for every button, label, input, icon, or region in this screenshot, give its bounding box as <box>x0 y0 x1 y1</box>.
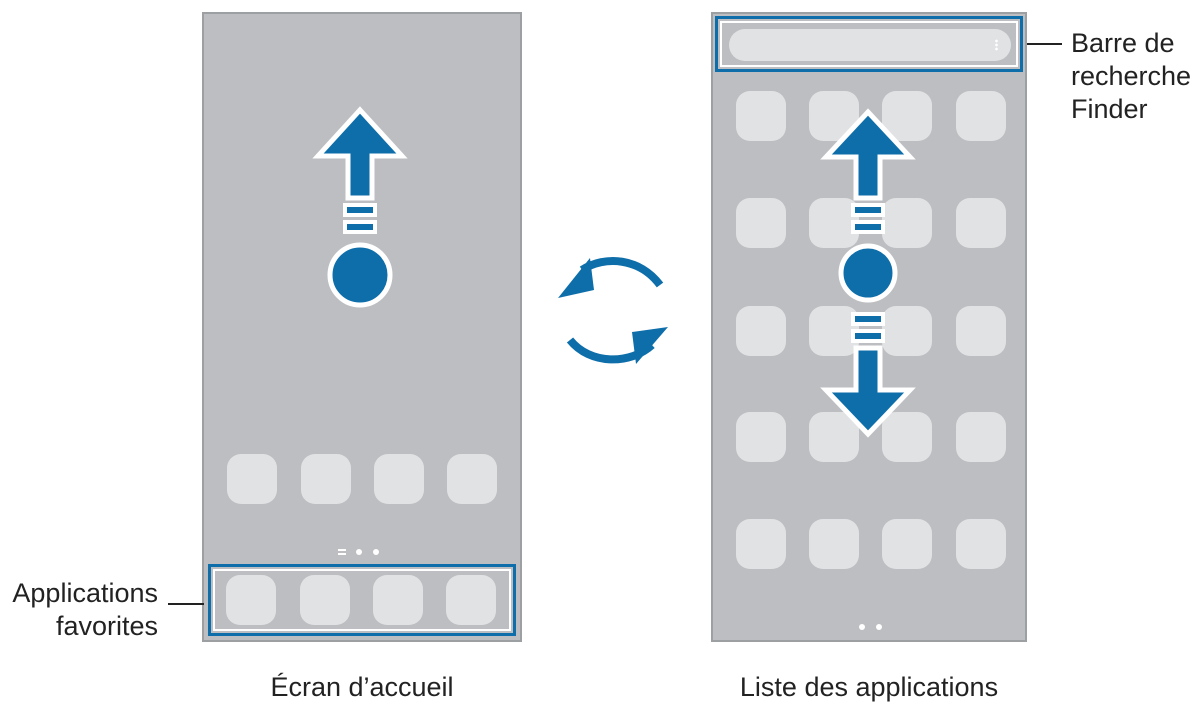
touch-circle-icon <box>838 243 898 303</box>
page-dot-icon <box>356 549 362 555</box>
more-vertical-icon[interactable] <box>995 39 998 51</box>
app-icon[interactable] <box>882 306 932 356</box>
app-icon[interactable] <box>447 454 497 504</box>
favorites-tray <box>208 564 516 636</box>
favorites-label: Applications favorites <box>12 577 158 643</box>
app-icon[interactable] <box>882 519 932 569</box>
favorites-label-line: Applications <box>12 578 158 608</box>
app-icon[interactable] <box>736 412 786 462</box>
home-indicator-icon <box>338 549 346 551</box>
touch-circle-icon <box>327 242 393 308</box>
page-dot-icon <box>373 549 379 555</box>
app-icon[interactable] <box>736 91 786 141</box>
app-icon[interactable] <box>809 198 859 248</box>
app-icon[interactable] <box>809 306 859 356</box>
app-icon[interactable] <box>956 412 1006 462</box>
finder-search-frame <box>715 16 1023 72</box>
rotate-arrowhead-icon <box>632 327 668 364</box>
favorite-app-icon[interactable] <box>446 575 496 625</box>
finder-label: Barre de recherche Finder <box>1071 27 1191 126</box>
app-icon[interactable] <box>736 306 786 356</box>
app-icon[interactable] <box>956 519 1006 569</box>
app-icon[interactable] <box>374 454 424 504</box>
favorites-label-line: favorites <box>55 611 158 641</box>
page-dot-icon <box>859 624 865 630</box>
favorite-app-icon[interactable] <box>373 575 423 625</box>
apps-screen-caption: Liste des applications <box>739 672 999 702</box>
home-indicator-icon <box>338 553 346 555</box>
arrow-up-icon <box>312 106 408 234</box>
app-icon[interactable] <box>956 198 1006 248</box>
arrow-up-icon <box>820 108 916 234</box>
favorite-app-icon[interactable] <box>300 575 350 625</box>
page-indicator <box>338 549 388 557</box>
app-icon[interactable] <box>956 91 1006 141</box>
app-icon[interactable] <box>736 198 786 248</box>
finder-label-line: Barre de <box>1071 28 1175 58</box>
app-icon[interactable] <box>301 454 351 504</box>
finder-label-line: recherche <box>1071 61 1192 91</box>
finder-label-line: Finder <box>1071 94 1148 124</box>
favorite-app-icon[interactable] <box>226 575 276 625</box>
app-icon[interactable] <box>956 306 1006 356</box>
finder-search-bar[interactable] <box>729 29 1011 61</box>
app-icon[interactable] <box>809 519 859 569</box>
app-icon[interactable] <box>882 198 932 248</box>
home-screen-caption: Écran d’accueil <box>270 672 454 702</box>
app-icon[interactable] <box>736 519 786 569</box>
arrow-down-icon <box>820 312 916 438</box>
app-icon[interactable] <box>882 412 932 462</box>
page-dot-icon <box>876 624 882 630</box>
app-icon[interactable] <box>809 412 859 462</box>
rotate-arrowhead-icon <box>558 258 594 298</box>
app-icon[interactable] <box>227 454 277 504</box>
